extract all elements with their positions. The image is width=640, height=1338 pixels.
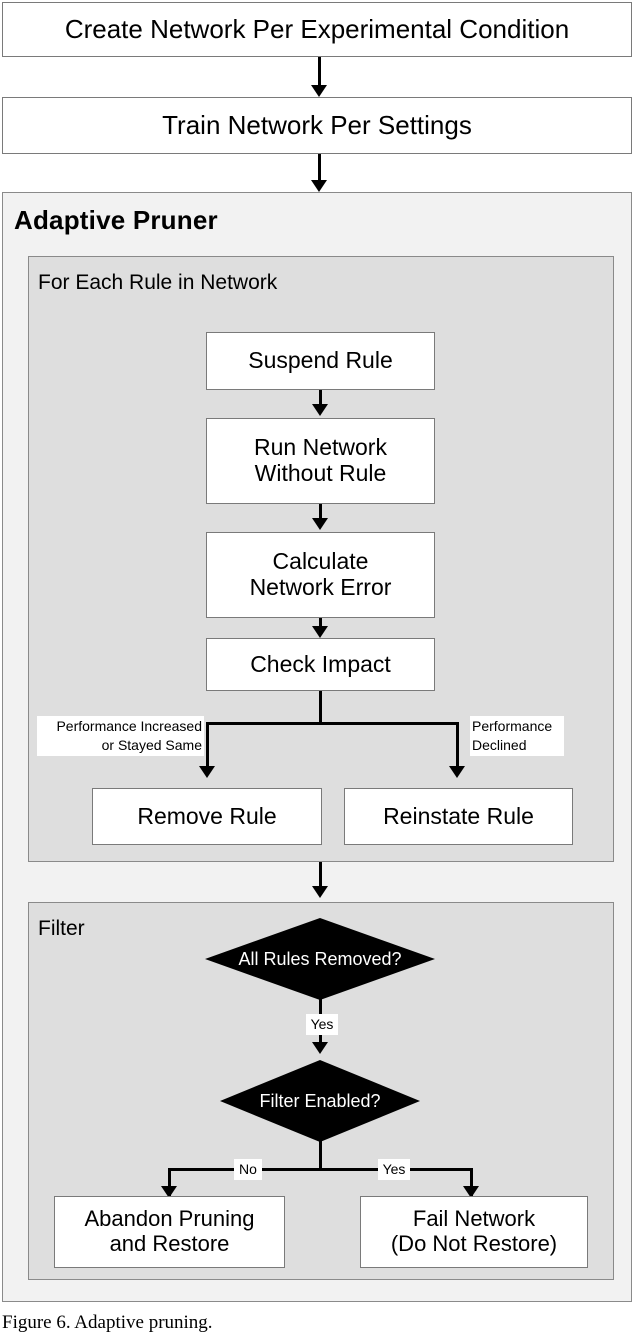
- connector-check-impact-split: [206, 722, 459, 725]
- node-abandon-pruning: Abandon Pruning and Restore: [54, 1196, 285, 1268]
- connector-filter-branch-left: [168, 1168, 171, 1196]
- figure-caption: Figure 6. Adaptive pruning.: [2, 1312, 213, 1333]
- edge-label-performance-increased: Performance Increased or Stayed Same: [37, 716, 204, 756]
- connector-create-to-train: [318, 57, 321, 89]
- node-check-impact-label: Check Impact: [250, 650, 391, 677]
- arrowhead-suspend-to-run: [312, 404, 328, 416]
- connector-calc-to-check: [319, 618, 322, 632]
- node-fail-network-label: Fail Network (Do Not Restore): [390, 1206, 558, 1256]
- connector-branch-left: [206, 722, 209, 768]
- node-create-network-label: Create Network Per Experimental Conditio…: [64, 13, 570, 44]
- node-all-rules-removed: All Rules Removed?: [205, 918, 435, 1000]
- arrowhead-foreach-to-filter: [312, 886, 328, 898]
- node-run-network-without-rule: Run Network Without Rule: [206, 418, 435, 504]
- arrowhead-to-remove-rule: [199, 766, 215, 778]
- edge-label-filter-no: No: [234, 1159, 262, 1180]
- node-train-network-label: Train Network Per Settings: [162, 109, 472, 140]
- node-suspend-rule-label: Suspend Rule: [248, 347, 393, 374]
- node-calculate-network-error-label: Calculate Network Error: [249, 548, 392, 600]
- panel-for-each-rule-title: For Each Rule in Network: [38, 271, 278, 294]
- node-filter-enabled: Filter Enabled?: [220, 1060, 420, 1142]
- arrowhead-to-abandon-pruning: [161, 1186, 177, 1198]
- connector-filter-enabled-split: [168, 1168, 473, 1171]
- connector-suspend-to-run: [319, 390, 322, 408]
- connector-filter-branch-right: [470, 1168, 473, 1196]
- node-run-network-without-rule-label: Run Network Without Rule: [254, 434, 387, 486]
- node-reinstate-rule: Reinstate Rule: [344, 788, 573, 845]
- arrowhead-create-to-train: [311, 85, 327, 97]
- node-suspend-rule: Suspend Rule: [206, 332, 435, 390]
- edge-label-all-removed-yes: Yes: [306, 1014, 338, 1035]
- arrowhead-to-reinstate-rule: [449, 766, 465, 778]
- node-create-network: Create Network Per Experimental Conditio…: [2, 2, 632, 57]
- node-remove-rule-label: Remove Rule: [137, 802, 277, 829]
- connector-filter-enabled-stem: [319, 1140, 322, 1171]
- node-calculate-network-error: Calculate Network Error: [206, 532, 435, 618]
- node-filter-enabled-label: Filter Enabled?: [259, 1090, 381, 1111]
- connector-check-impact-stem: [319, 691, 322, 724]
- node-reinstate-rule-label: Reinstate Rule: [383, 802, 534, 829]
- connector-run-to-calc: [319, 504, 322, 522]
- node-fail-network: Fail Network (Do Not Restore): [360, 1196, 588, 1268]
- edge-label-performance-declined: Performance Declined: [470, 716, 564, 756]
- connector-branch-right: [456, 722, 459, 768]
- panel-filter-title: Filter: [38, 917, 85, 940]
- node-abandon-pruning-label: Abandon Pruning and Restore: [84, 1206, 255, 1256]
- edge-label-filter-yes: Yes: [378, 1159, 410, 1180]
- node-train-network: Train Network Per Settings: [2, 97, 632, 154]
- node-remove-rule: Remove Rule: [92, 788, 322, 845]
- arrowhead-to-fail-network: [463, 1186, 479, 1198]
- arrowhead-calc-to-check: [312, 626, 328, 638]
- node-all-rules-removed-label: All Rules Removed?: [238, 948, 402, 969]
- arrowhead-run-to-calc: [312, 518, 328, 530]
- arrowhead-train-to-pruner: [311, 180, 327, 192]
- node-check-impact: Check Impact: [206, 638, 435, 691]
- connector-foreach-to-filter: [319, 862, 322, 888]
- connector-train-to-pruner: [318, 154, 321, 182]
- panel-adaptive-pruner-title: Adaptive Pruner: [14, 205, 218, 235]
- arrowhead-all-removed-to-filter-enabled: [312, 1042, 328, 1054]
